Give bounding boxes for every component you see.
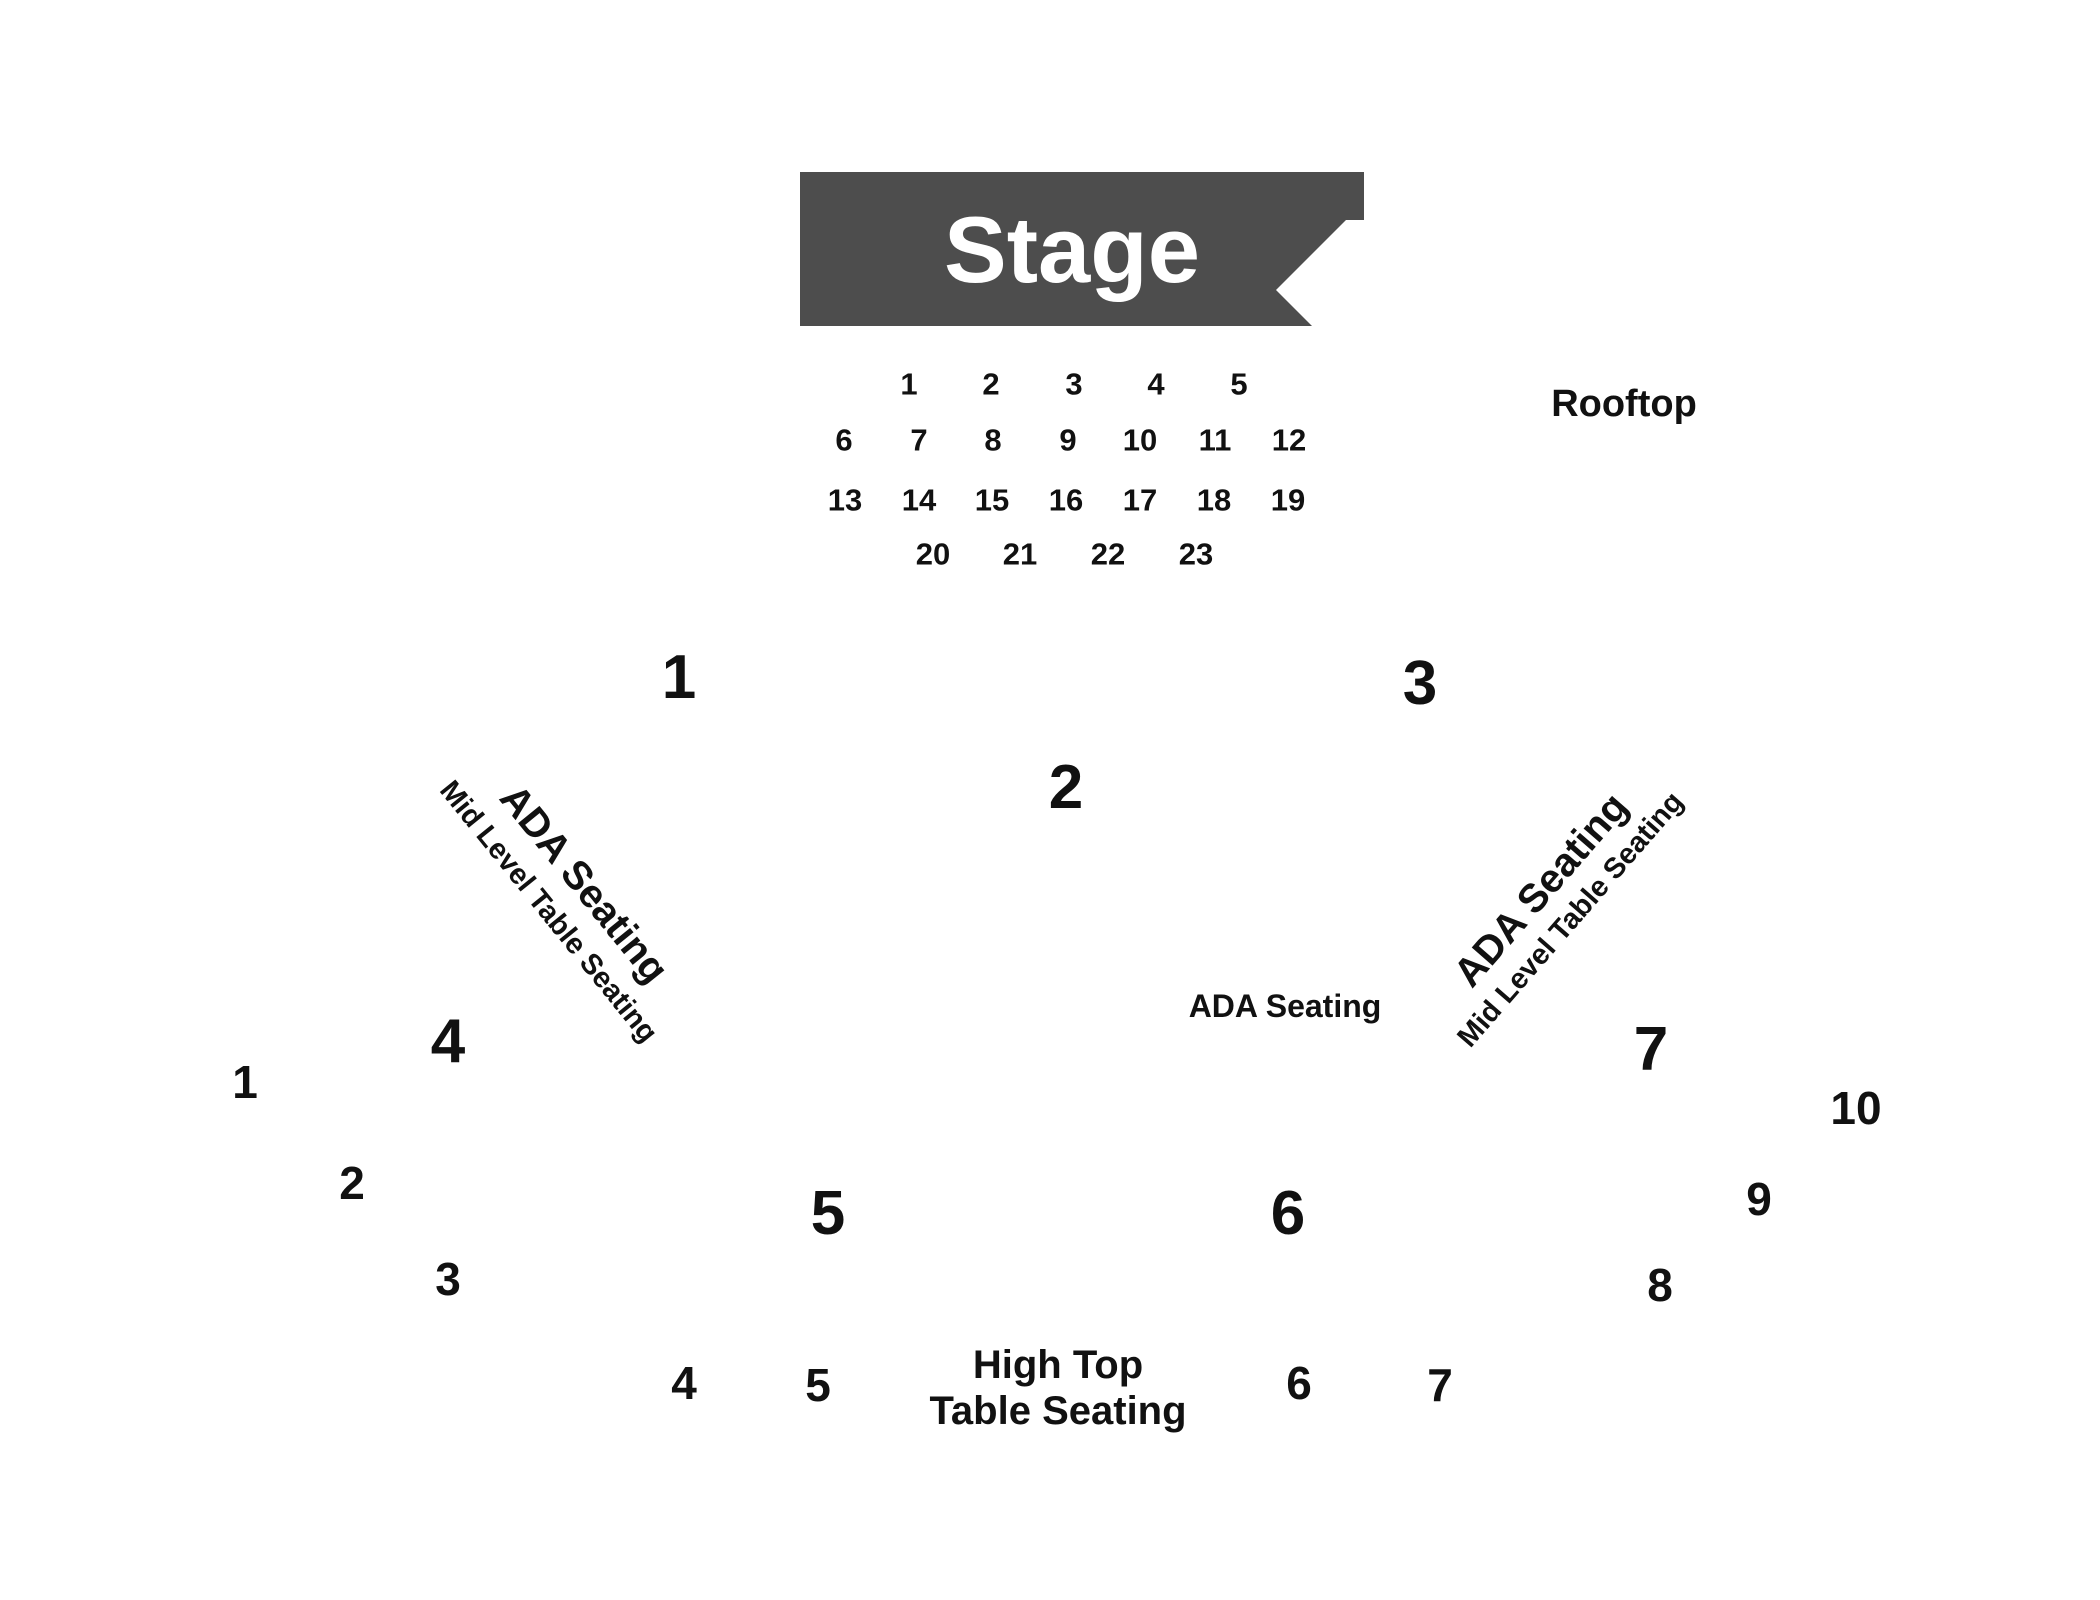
rooftop-table-4[interactable]: 4 (1147, 366, 1165, 402)
rooftop-table-13[interactable]: 13 (827, 482, 863, 518)
high-top-table-6[interactable]: 6 (1286, 1357, 1312, 1409)
rooftop-table-22[interactable]: 22 (1090, 536, 1126, 572)
rooftop-table-1[interactable]: 1 (900, 366, 918, 402)
rooftop-table-5[interactable]: 5 (1230, 366, 1248, 402)
high-top-table-7[interactable]: 7 (1427, 1359, 1453, 1411)
rooftop-table-15[interactable]: 15 (974, 482, 1010, 518)
section-6[interactable]: 6 (1270, 1179, 1306, 1248)
rooftop-table-9[interactable]: 9 (1059, 422, 1077, 458)
high-top-table-3[interactable]: 3 (435, 1253, 461, 1305)
high-top-table-1[interactable]: 1 (232, 1056, 258, 1108)
section-1[interactable]: 1 (661, 643, 697, 712)
ada-center-label: ADA Seating (1188, 988, 1382, 1024)
rooftop-table-10[interactable]: 10 (1122, 422, 1158, 458)
stage-shape (800, 172, 1364, 326)
section-7[interactable]: 7 (1633, 1015, 1669, 1084)
rooftop-table-11[interactable]: 11 (1198, 422, 1232, 458)
rooftop-table-16[interactable]: 16 (1048, 482, 1084, 518)
high-top-label: High Top Table Seating (929, 1342, 1186, 1434)
rooftop-table-6[interactable]: 6 (835, 422, 853, 458)
rooftop-table-17[interactable]: 17 (1122, 482, 1158, 518)
section-5[interactable]: 5 (810, 1179, 846, 1248)
rooftop-table-7[interactable]: 7 (910, 422, 928, 458)
rooftop-table-2[interactable]: 2 (982, 366, 1000, 402)
rooftop-table-19[interactable]: 19 (1270, 482, 1306, 518)
high-top-table-9[interactable]: 9 (1746, 1173, 1772, 1225)
high-top-label-line2: Table Seating (929, 1389, 1187, 1433)
high-top-table-10[interactable]: 10 (1830, 1082, 1882, 1134)
high-top-table-4[interactable]: 4 (671, 1357, 697, 1409)
rooftop-table-20[interactable]: 20 (915, 536, 951, 572)
rooftop-table-14[interactable]: 14 (901, 482, 937, 518)
high-top-table-5[interactable]: 5 (805, 1359, 831, 1411)
rooftop-table-21[interactable]: 21 (1002, 536, 1038, 572)
rooftop-table-18[interactable]: 18 (1196, 482, 1232, 518)
high-top-label-line1: High Top (972, 1343, 1144, 1387)
high-top-table-8[interactable]: 8 (1647, 1259, 1673, 1311)
rooftop-table-23[interactable]: 23 (1178, 536, 1214, 572)
rooftop-table-12[interactable]: 12 (1271, 422, 1307, 458)
stage-label: Stage (944, 197, 1200, 302)
rooftop-table-8[interactable]: 8 (984, 422, 1002, 458)
high-top-table-2[interactable]: 2 (339, 1157, 365, 1209)
section-4[interactable]: 4 (430, 1007, 466, 1076)
rooftop-label: Rooftop (1551, 383, 1697, 425)
section-2[interactable]: 2 (1048, 753, 1084, 822)
rooftop-table-3[interactable]: 3 (1065, 366, 1083, 402)
section-3[interactable]: 3 (1402, 649, 1438, 718)
